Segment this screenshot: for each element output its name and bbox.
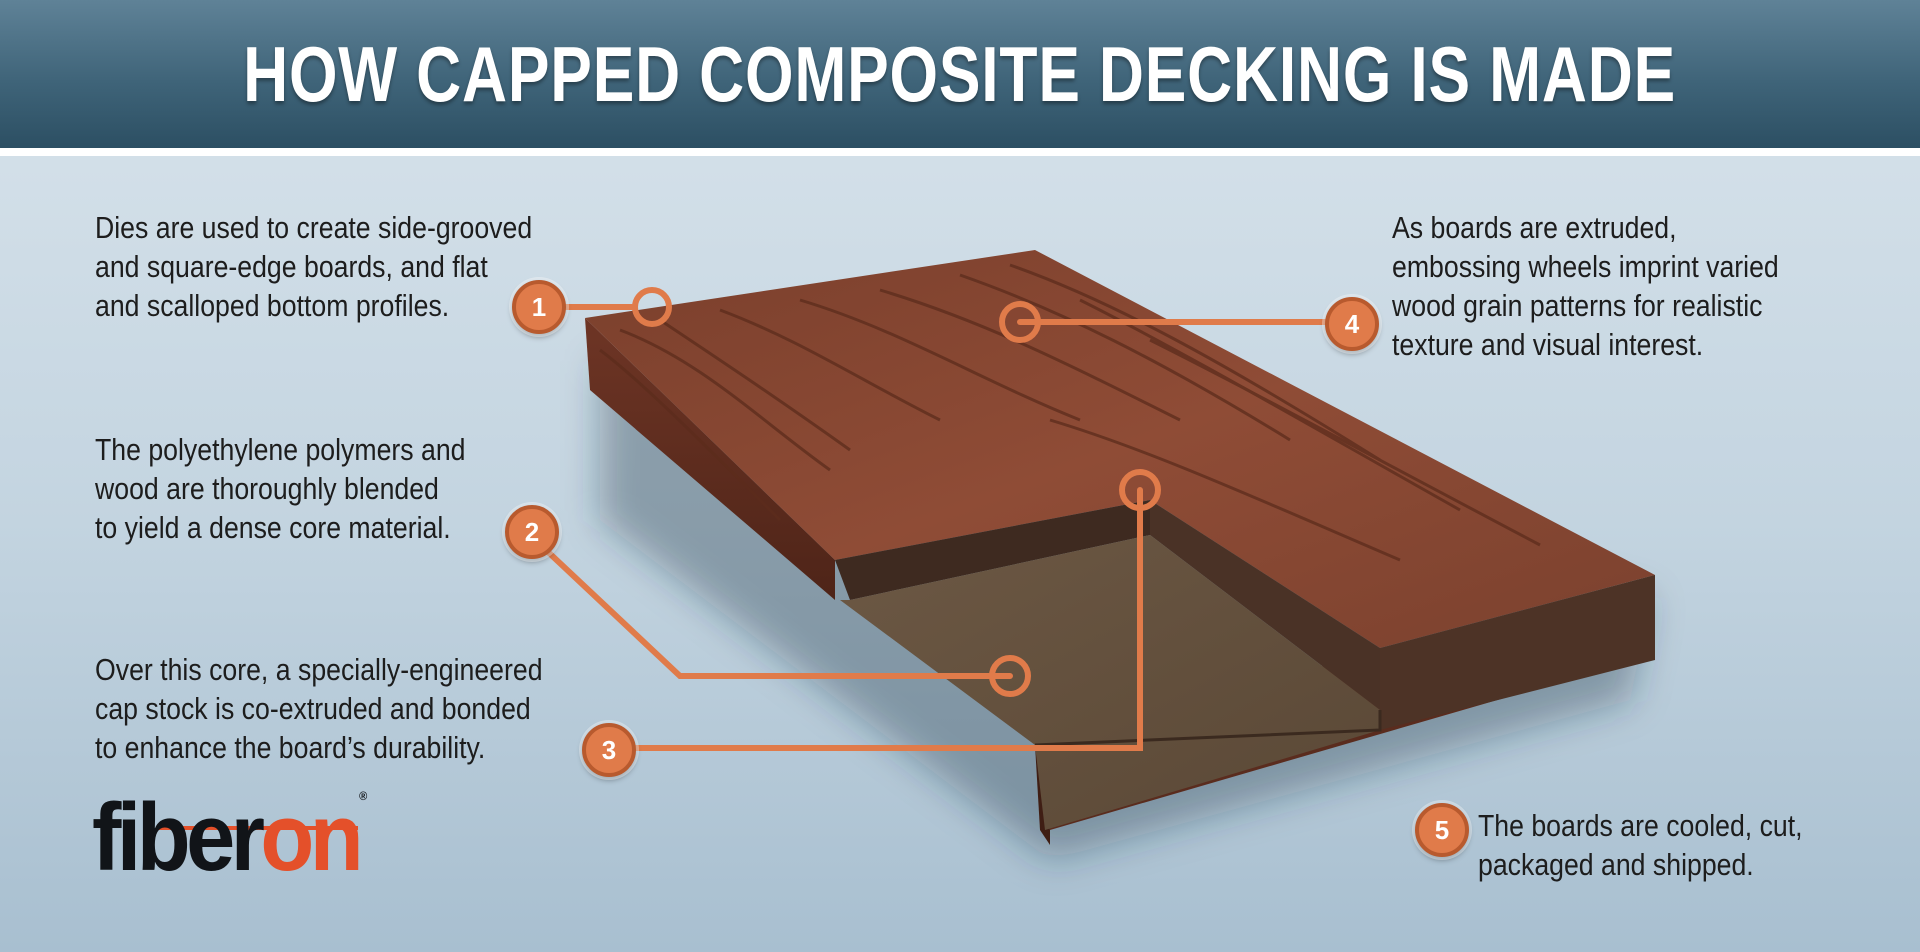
header-banner: HOW CAPPED COMPOSITE DECKING IS MADE	[0, 0, 1920, 156]
logo-text-on: on	[260, 784, 363, 891]
logo-text-fiber: fiber	[92, 784, 265, 891]
board-top-surface	[585, 250, 1655, 648]
callout-rings	[632, 287, 1161, 697]
logo-underline	[158, 826, 358, 830]
wood-grain	[599, 263, 1541, 562]
step-2-text: The polyethylene polymers and wood are t…	[95, 432, 466, 545]
step-4-text: As boards are extruded, embossing wheels…	[1392, 210, 1779, 362]
logo-registered-mark: ®	[359, 789, 368, 803]
step-3-text: Over this core, a specially-engineered c…	[95, 652, 543, 765]
step-2-badge: 2	[505, 505, 559, 559]
callout-leaders	[527, 304, 1333, 751]
step-3-badge: 3	[582, 723, 636, 777]
cap-wall-front	[1380, 575, 1655, 730]
step-5-badge: 5	[1415, 803, 1469, 857]
step-5-text: The boards are cooled, cut, packaged and…	[1478, 808, 1803, 882]
fiberon-logo: fiberon®	[92, 790, 367, 886]
step-1-badge: 1	[512, 280, 566, 334]
core-material	[840, 535, 1380, 830]
page-title: HOW CAPPED COMPOSITE DECKING IS MADE	[243, 29, 1677, 118]
cap-wall-right	[1150, 500, 1380, 710]
step-1-text: Dies are used to create side-grooved and…	[95, 210, 533, 323]
step-4-badge: 4	[1325, 297, 1379, 351]
cap-wall-back	[835, 500, 1150, 600]
